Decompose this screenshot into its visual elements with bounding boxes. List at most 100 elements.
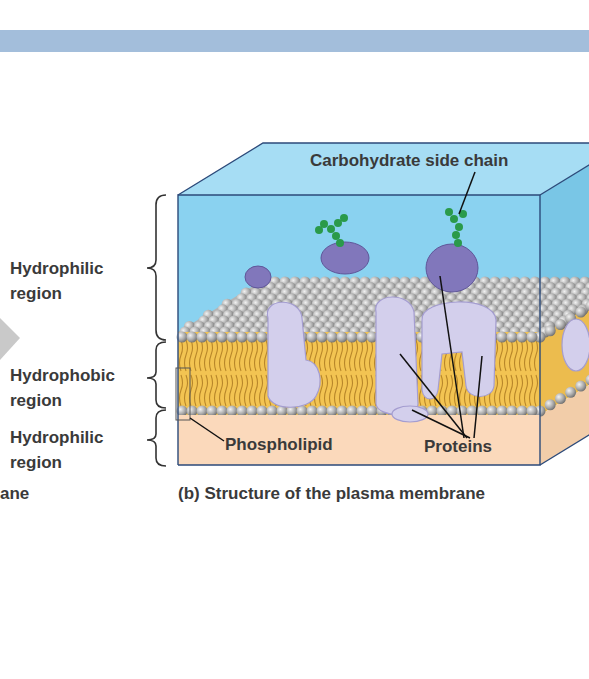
fatty-acid-tail xyxy=(330,375,333,406)
peripheral-protein xyxy=(245,266,271,288)
transmembrane-protein xyxy=(376,297,418,415)
transmembrane-protein xyxy=(562,319,589,371)
fatty-acid-tail xyxy=(500,375,503,406)
fatty-acid-tail xyxy=(185,340,188,371)
fatty-acid-tail xyxy=(330,340,333,371)
phospholipid-head xyxy=(527,332,538,343)
phospholipid-head xyxy=(586,300,589,311)
phospholipid-head xyxy=(545,325,556,336)
phospholipid-head xyxy=(217,406,228,417)
fatty-acid-tail xyxy=(195,375,198,406)
fatty-acid-tail xyxy=(515,375,518,406)
fatty-acid-tail xyxy=(340,375,343,406)
region-label: Hydrophilic region xyxy=(10,256,122,306)
phospholipid-head xyxy=(187,332,198,343)
fatty-acid-tail xyxy=(460,375,463,406)
transmembrane-protein xyxy=(267,302,320,407)
fatty-acid-tail xyxy=(220,340,223,371)
cytoplasm-front-face xyxy=(178,415,540,465)
caption-fragment: ane xyxy=(0,481,60,506)
phospholipid-head xyxy=(267,406,278,417)
grey-arrow xyxy=(0,318,20,360)
fatty-acid-tail xyxy=(340,340,343,371)
leader-line xyxy=(400,354,467,438)
glycoprotein xyxy=(321,242,369,274)
glycoprotein xyxy=(426,244,478,292)
fatty-acid-tail xyxy=(215,340,218,371)
fatty-acid-tail xyxy=(255,375,258,406)
protein-subunit xyxy=(392,406,428,422)
fatty-acid-tail xyxy=(250,375,253,406)
phospholipid-head xyxy=(507,332,518,343)
fatty-acid-tail xyxy=(255,340,258,371)
fatty-acid-tail xyxy=(210,375,213,406)
fatty-acid-tail xyxy=(265,340,268,371)
leader-line xyxy=(190,418,224,441)
phospholipid-head xyxy=(555,319,566,330)
fatty-acid-tail xyxy=(205,340,208,371)
phospholipid-head xyxy=(227,406,238,417)
fatty-acid-tail xyxy=(510,375,513,406)
phospholipid-head xyxy=(517,406,528,417)
water-top-face xyxy=(178,143,589,195)
phospholipid-head xyxy=(197,332,208,343)
phospholipid-head xyxy=(237,332,248,343)
fatty-acid-tail xyxy=(215,375,218,406)
fatty-acid-tail xyxy=(350,375,353,406)
fatty-acid-tail xyxy=(535,340,538,371)
fatty-acid-tail xyxy=(325,375,328,406)
fatty-acid-tail xyxy=(260,340,263,371)
phospholipid-head xyxy=(317,332,328,343)
phospholipid-head xyxy=(457,406,468,417)
fatty-acid-tail xyxy=(515,340,518,371)
fatty-acid-tail xyxy=(320,340,323,371)
phospholipid-head xyxy=(555,393,566,404)
figure-caption: (b) Structure of the plasma membrane xyxy=(178,481,578,506)
fatty-acid-tail xyxy=(345,375,348,406)
fatty-acid-tail xyxy=(365,340,368,371)
fatty-acid-tail xyxy=(325,340,328,371)
fatty-acid-tail xyxy=(250,340,253,371)
phospholipid-head xyxy=(517,332,528,343)
fatty-acid-tail xyxy=(505,340,508,371)
phospholipid-head xyxy=(545,399,556,410)
fatty-acid-tail xyxy=(445,375,448,406)
fatty-acid-tail xyxy=(235,340,238,371)
phospholipid-head xyxy=(197,406,208,417)
phospholipid-highlight xyxy=(176,368,190,420)
phospholipid-head xyxy=(247,332,258,343)
phospholipid-head xyxy=(357,332,368,343)
phospholipid-head xyxy=(497,332,508,343)
fatty-acid-tail xyxy=(360,375,363,406)
region-brace xyxy=(147,195,166,340)
fatty-acid-tail xyxy=(530,375,533,406)
phospholipid-head xyxy=(586,374,589,385)
phospholipid-head xyxy=(217,332,228,343)
leader-line xyxy=(474,356,482,438)
fatty-acid-tail xyxy=(240,340,243,371)
phospholipid-head xyxy=(187,406,198,417)
region-label: Hydrophilic region xyxy=(10,425,122,475)
fatty-acid-tail xyxy=(195,340,198,371)
fatty-acid-tail xyxy=(495,375,498,406)
fatty-acid-tail xyxy=(240,375,243,406)
fatty-acid-tail xyxy=(265,375,268,406)
fatty-acid-tail xyxy=(220,375,223,406)
carbohydrate-chain xyxy=(315,208,467,247)
phospholipid-head xyxy=(497,406,508,417)
phospholipid-head xyxy=(575,307,586,318)
phospholipid-head xyxy=(307,332,318,343)
phospholipid-head xyxy=(227,332,238,343)
phospholipid-head xyxy=(317,406,328,417)
fatty-acid-tail xyxy=(335,340,338,371)
part-label: Proteins xyxy=(424,434,524,459)
fatty-acid-tail xyxy=(235,375,238,406)
phospholipid-head xyxy=(257,332,268,343)
leader-line xyxy=(440,276,464,438)
phospholipid-head xyxy=(327,332,338,343)
header-bar xyxy=(0,30,589,52)
region-label: Hydrophobic region xyxy=(10,363,122,413)
fatty-acid-tail xyxy=(260,375,263,406)
